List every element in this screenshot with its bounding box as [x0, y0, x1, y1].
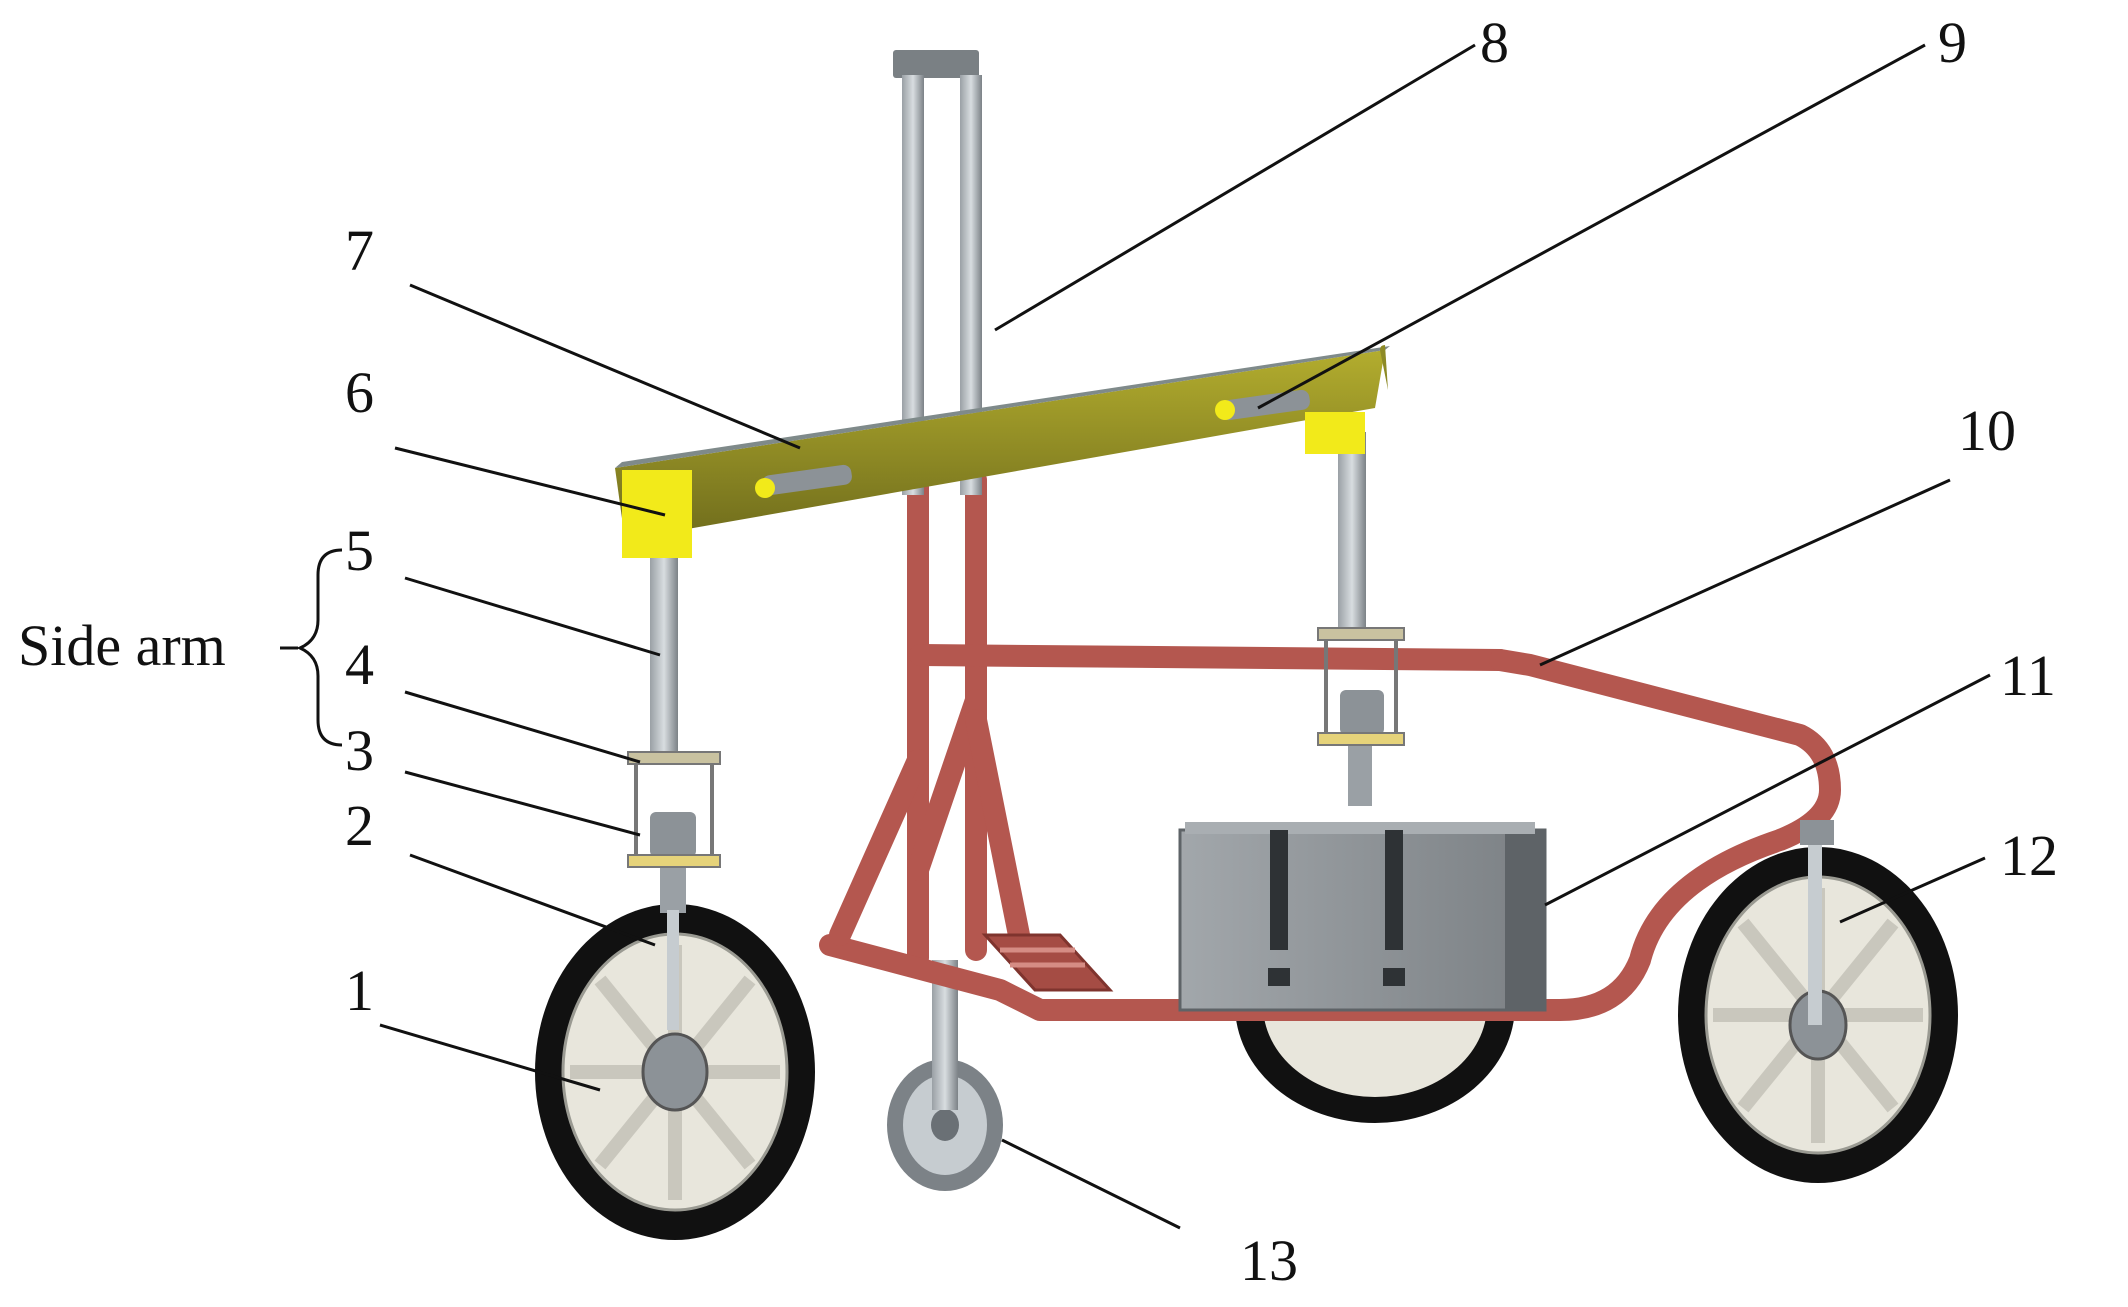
leader-2 [409, 853, 656, 947]
callout-10: 10 [1958, 398, 2016, 463]
callout-3: 3 [345, 718, 374, 783]
left-side-arm [627, 540, 721, 1030]
wheel-13-caster [887, 960, 1003, 1191]
leader-4 [404, 690, 641, 764]
callout-11: 11 [2000, 643, 2056, 708]
linear-actuator-left [755, 464, 852, 498]
leader-5 [404, 576, 661, 657]
right-caster-fork [1800, 820, 1834, 1025]
leader-12 [1839, 856, 1986, 924]
callout-9: 9 [1938, 10, 1967, 75]
leader-6 [394, 446, 666, 517]
leader-7 [409, 283, 801, 450]
leader-3 [404, 770, 641, 837]
leader-11 [1544, 673, 1991, 907]
telescopic-handle [893, 50, 982, 495]
battery-box [1178, 822, 1547, 1012]
callout-1: 1 [345, 958, 374, 1023]
red-chassis-frame [819, 469, 1841, 1021]
leader-8 [994, 43, 1476, 332]
callout-7: 7 [345, 218, 374, 283]
footrest-plate [981, 933, 1114, 992]
callout-6: 6 [345, 360, 374, 425]
leader-1 [379, 1023, 601, 1092]
leader-9 [1257, 43, 1926, 410]
callout-labels: 1 2 3 4 5 6 7 8 9 10 11 12 13 Side arm [18, 10, 2058, 1293]
right-side-arm [1317, 432, 1405, 806]
callout-4: 4 [345, 632, 374, 697]
top-beam [615, 345, 1390, 558]
wheel-1-front-left [535, 904, 815, 1240]
callout-13: 13 [1240, 1228, 1298, 1293]
callout-2: 2 [345, 793, 374, 858]
callout-8: 8 [1480, 10, 1509, 75]
side-arm-label: Side arm [18, 613, 226, 678]
leader-13 [1001, 1138, 1181, 1230]
leader-10 [1539, 478, 1951, 667]
callout-12: 12 [2000, 823, 2058, 888]
leader-lines [379, 43, 1991, 1230]
callout-5: 5 [345, 518, 374, 583]
side-arm-bracket [280, 548, 343, 747]
